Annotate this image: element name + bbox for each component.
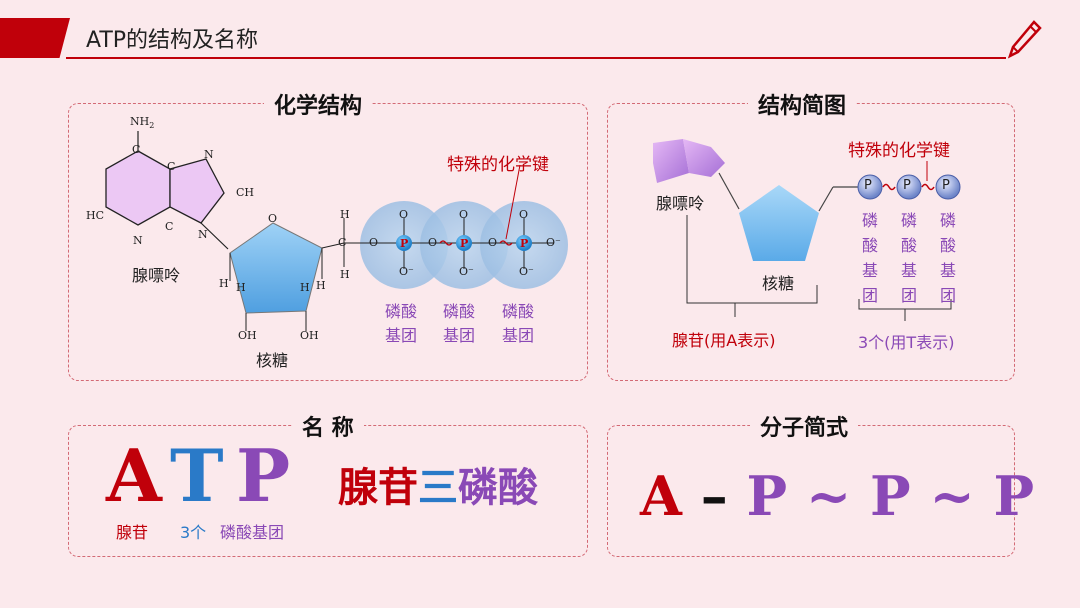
- atom-oh-1: OH: [238, 329, 257, 342]
- atom-o-minus-2: O⁻: [459, 265, 474, 278]
- simple-p-text-2: P: [903, 178, 911, 193]
- simple-structure-diagram: [653, 139, 961, 321]
- simple-p-circle-2: [896, 174, 922, 200]
- title-underline: [66, 57, 1006, 59]
- atom-n-bottom: N: [133, 234, 143, 247]
- atom-o-ring: O: [268, 212, 278, 225]
- atom-c-bridge-top: C: [167, 160, 176, 173]
- atom-h-ch2-top: H: [340, 208, 350, 221]
- name-letter-p: P: [236, 433, 291, 518]
- nh2-label: NH2: [130, 115, 155, 131]
- adenine-five-ring: [169, 158, 225, 224]
- atom-h-3: H: [300, 281, 310, 294]
- simple-p-circle-1: [857, 174, 883, 200]
- simple-p-text-1: P: [864, 178, 872, 193]
- atom-o-link-1: O: [369, 236, 379, 249]
- simple-ribose-label: 核糖: [762, 274, 795, 293]
- atom-p-1: P: [400, 237, 409, 250]
- atom-n-link: N: [198, 228, 208, 241]
- chem-phosphate-label-1: 磷酸基团: [385, 302, 418, 345]
- atom-hc: HC: [86, 209, 105, 222]
- atom-o-top-2: O: [459, 208, 469, 221]
- adenine-shape-right: [683, 139, 725, 177]
- atp-structure-diagram: [105, 131, 568, 331]
- header-accent: [0, 18, 70, 58]
- molecular-formula: A – P ~ P ~ P: [640, 464, 1035, 528]
- simple-bond-1: [882, 183, 896, 191]
- simple-p-circle-3: [935, 174, 961, 200]
- name-sub-a: 腺苷: [116, 523, 149, 542]
- atom-o-top-3: O: [519, 208, 529, 221]
- atom-h-ch2-bottom: H: [340, 268, 350, 281]
- phosphorus-atom-2: [456, 235, 472, 251]
- simple-p-text-3: P: [942, 178, 950, 193]
- three-phosphate-note: 3个(用T表示): [858, 333, 955, 352]
- name-letter-a: A: [106, 433, 162, 518]
- atom-n-right: N: [204, 148, 214, 161]
- atom-o-top-1: O: [399, 208, 409, 221]
- adenine-six-ring: [105, 150, 171, 226]
- name-letter-t: T: [170, 433, 224, 518]
- name-panel-title: 名 称: [292, 410, 364, 442]
- atom-o-minus-end: O⁻: [546, 236, 561, 249]
- special-bond-pointer: [505, 164, 521, 240]
- atom-ch: CH: [236, 186, 255, 199]
- simple-special-bond-label: 特殊的化学键: [848, 141, 950, 161]
- atom-c-bridge-bottom: C: [165, 220, 174, 233]
- chem-panel-title: 化学结构: [264, 88, 373, 120]
- phosphorus-atom-1: [396, 235, 412, 251]
- atom-o-link-3: O: [488, 236, 498, 249]
- chem-phosphate-label-3: 磷酸基团: [502, 302, 535, 345]
- phosphorus-atom-3: [516, 235, 532, 251]
- atom-p-2: P: [460, 237, 469, 250]
- high-energy-bond-2: [499, 240, 513, 246]
- simple-phosphate-label-2: 磷酸基团: [901, 211, 918, 305]
- atom-o-minus-3: O⁻: [519, 265, 534, 278]
- simple-panel-title: 结构简图: [748, 88, 857, 120]
- pen-icon: [1007, 20, 1042, 59]
- atom-h-2: H: [236, 281, 246, 294]
- page-title: ATP的结构及名称: [86, 28, 259, 53]
- ribose-simple: [739, 185, 819, 261]
- simple-phosphate-label-3: 磷酸基团: [940, 211, 957, 305]
- atom-h-1: H: [219, 277, 229, 290]
- name-sub-p: 磷酸基团: [220, 523, 285, 542]
- chem-special-bond-label: 特殊的化学键: [447, 155, 549, 175]
- chem-ribose-label: 核糖: [256, 351, 289, 370]
- full-name: 腺苷三磷酸: [338, 464, 538, 511]
- atom-o-link-2: O: [428, 236, 438, 249]
- formula-panel-title: 分子简式: [750, 410, 859, 442]
- high-energy-bond-1: [439, 240, 453, 246]
- atom-o-minus-1: O⁻: [399, 265, 414, 278]
- atom-oh-2: OH: [300, 329, 319, 342]
- atom-c-ch2: C: [338, 236, 347, 249]
- chem-phosphate-label-2: 磷酸基团: [443, 302, 476, 345]
- atom-p-3: P: [520, 237, 529, 250]
- adenosine-note: 腺苷(用A表示): [672, 331, 776, 350]
- atom-c-top: C: [132, 143, 141, 156]
- simple-adenine-label: 腺嘌呤: [656, 194, 705, 213]
- ribose-pentagon: [229, 222, 323, 314]
- simple-phosphate-label-1: 磷酸基团: [862, 211, 879, 305]
- simple-bond-2: [921, 183, 935, 191]
- name-sub-t: 3个: [180, 523, 207, 542]
- atom-h-4: H: [316, 279, 326, 292]
- chem-adenine-label: 腺嘌呤: [132, 266, 181, 285]
- adenine-shape-left: [653, 139, 689, 183]
